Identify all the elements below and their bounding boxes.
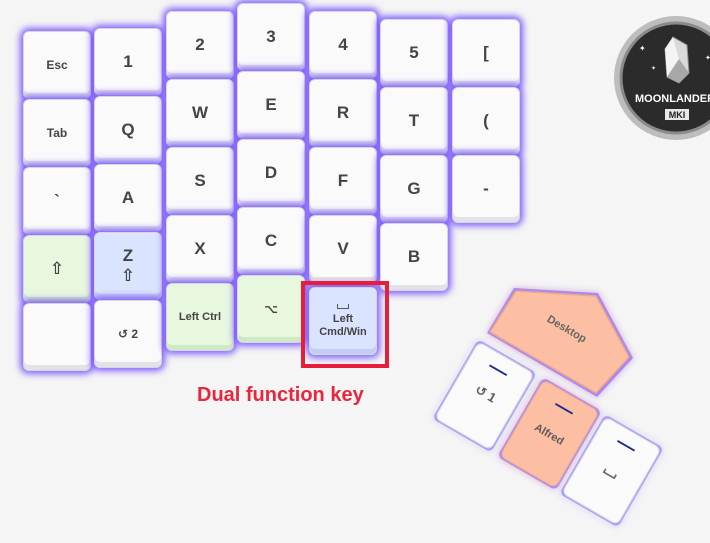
moonlander-logo: ✦ ✦ ✦ MOONLANDER MKI <box>614 16 710 140</box>
key-a[interactable]: A <box>94 164 162 232</box>
key-option[interactable]: ⌥ <box>237 275 305 343</box>
key-s[interactable]: S <box>166 147 234 215</box>
dual-function-label: Dual function key <box>197 384 364 406</box>
key-b[interactable]: B <box>380 223 448 291</box>
key-tab[interactable]: Tab <box>23 99 91 167</box>
key-g[interactable]: G <box>380 155 448 223</box>
key-minus[interactable]: - <box>452 155 520 223</box>
key-z[interactable]: Z ⇧ <box>94 232 162 300</box>
logo-title: MOONLANDER <box>635 93 710 105</box>
key-z-label: Z <box>122 246 134 265</box>
logo-badge: MKI <box>669 110 686 120</box>
key-space[interactable] <box>559 414 664 528</box>
key-blank[interactable] <box>23 303 91 371</box>
key-x[interactable]: X <box>166 215 234 283</box>
key-esc[interactable]: Esc <box>23 31 91 99</box>
key-backtick[interactable]: ` <box>23 167 91 235</box>
key-q[interactable]: Q <box>94 96 162 164</box>
dual-function-highlight <box>301 281 389 368</box>
svg-text:✦: ✦ <box>651 65 656 72</box>
svg-text:✦: ✦ <box>705 54 710 62</box>
key-lparen[interactable]: ( <box>452 87 520 155</box>
key-layer2[interactable]: ↺ 2 <box>94 300 162 368</box>
key-left-ctrl[interactable]: Left Ctrl <box>166 283 234 351</box>
key-t[interactable]: T <box>380 87 448 155</box>
svg-text:✦: ✦ <box>639 44 646 53</box>
key-4[interactable]: 4 <box>309 11 377 79</box>
key-v[interactable]: V <box>309 215 377 283</box>
key-lbracket[interactable]: [ <box>452 19 520 87</box>
key-layer1[interactable]: ↺ 1 <box>432 339 537 453</box>
key-f[interactable]: F <box>309 147 377 215</box>
key-w[interactable]: W <box>166 79 234 147</box>
key-left-cmd[interactable]: Left Cmd/Win <box>309 287 377 355</box>
key-1[interactable]: 1 <box>94 28 162 96</box>
key-desktop[interactable]: Desktop <box>487 288 633 397</box>
key-shift[interactable]: ⇧ <box>23 235 91 303</box>
key-2[interactable]: 2 <box>166 11 234 79</box>
key-c[interactable]: C <box>237 207 305 275</box>
key-left-cmd-label: Left Cmd/Win <box>319 312 367 338</box>
shift-icon: ⇧ <box>120 266 136 285</box>
key-3[interactable]: 3 <box>237 3 305 71</box>
key-5[interactable]: 5 <box>380 19 448 87</box>
space-icon <box>602 468 617 480</box>
key-r[interactable]: R <box>309 79 377 147</box>
space-glyph-icon <box>337 303 349 309</box>
key-alfred[interactable]: Alfred <box>497 377 602 491</box>
key-e[interactable]: E <box>237 71 305 139</box>
key-d[interactable]: D <box>237 139 305 207</box>
